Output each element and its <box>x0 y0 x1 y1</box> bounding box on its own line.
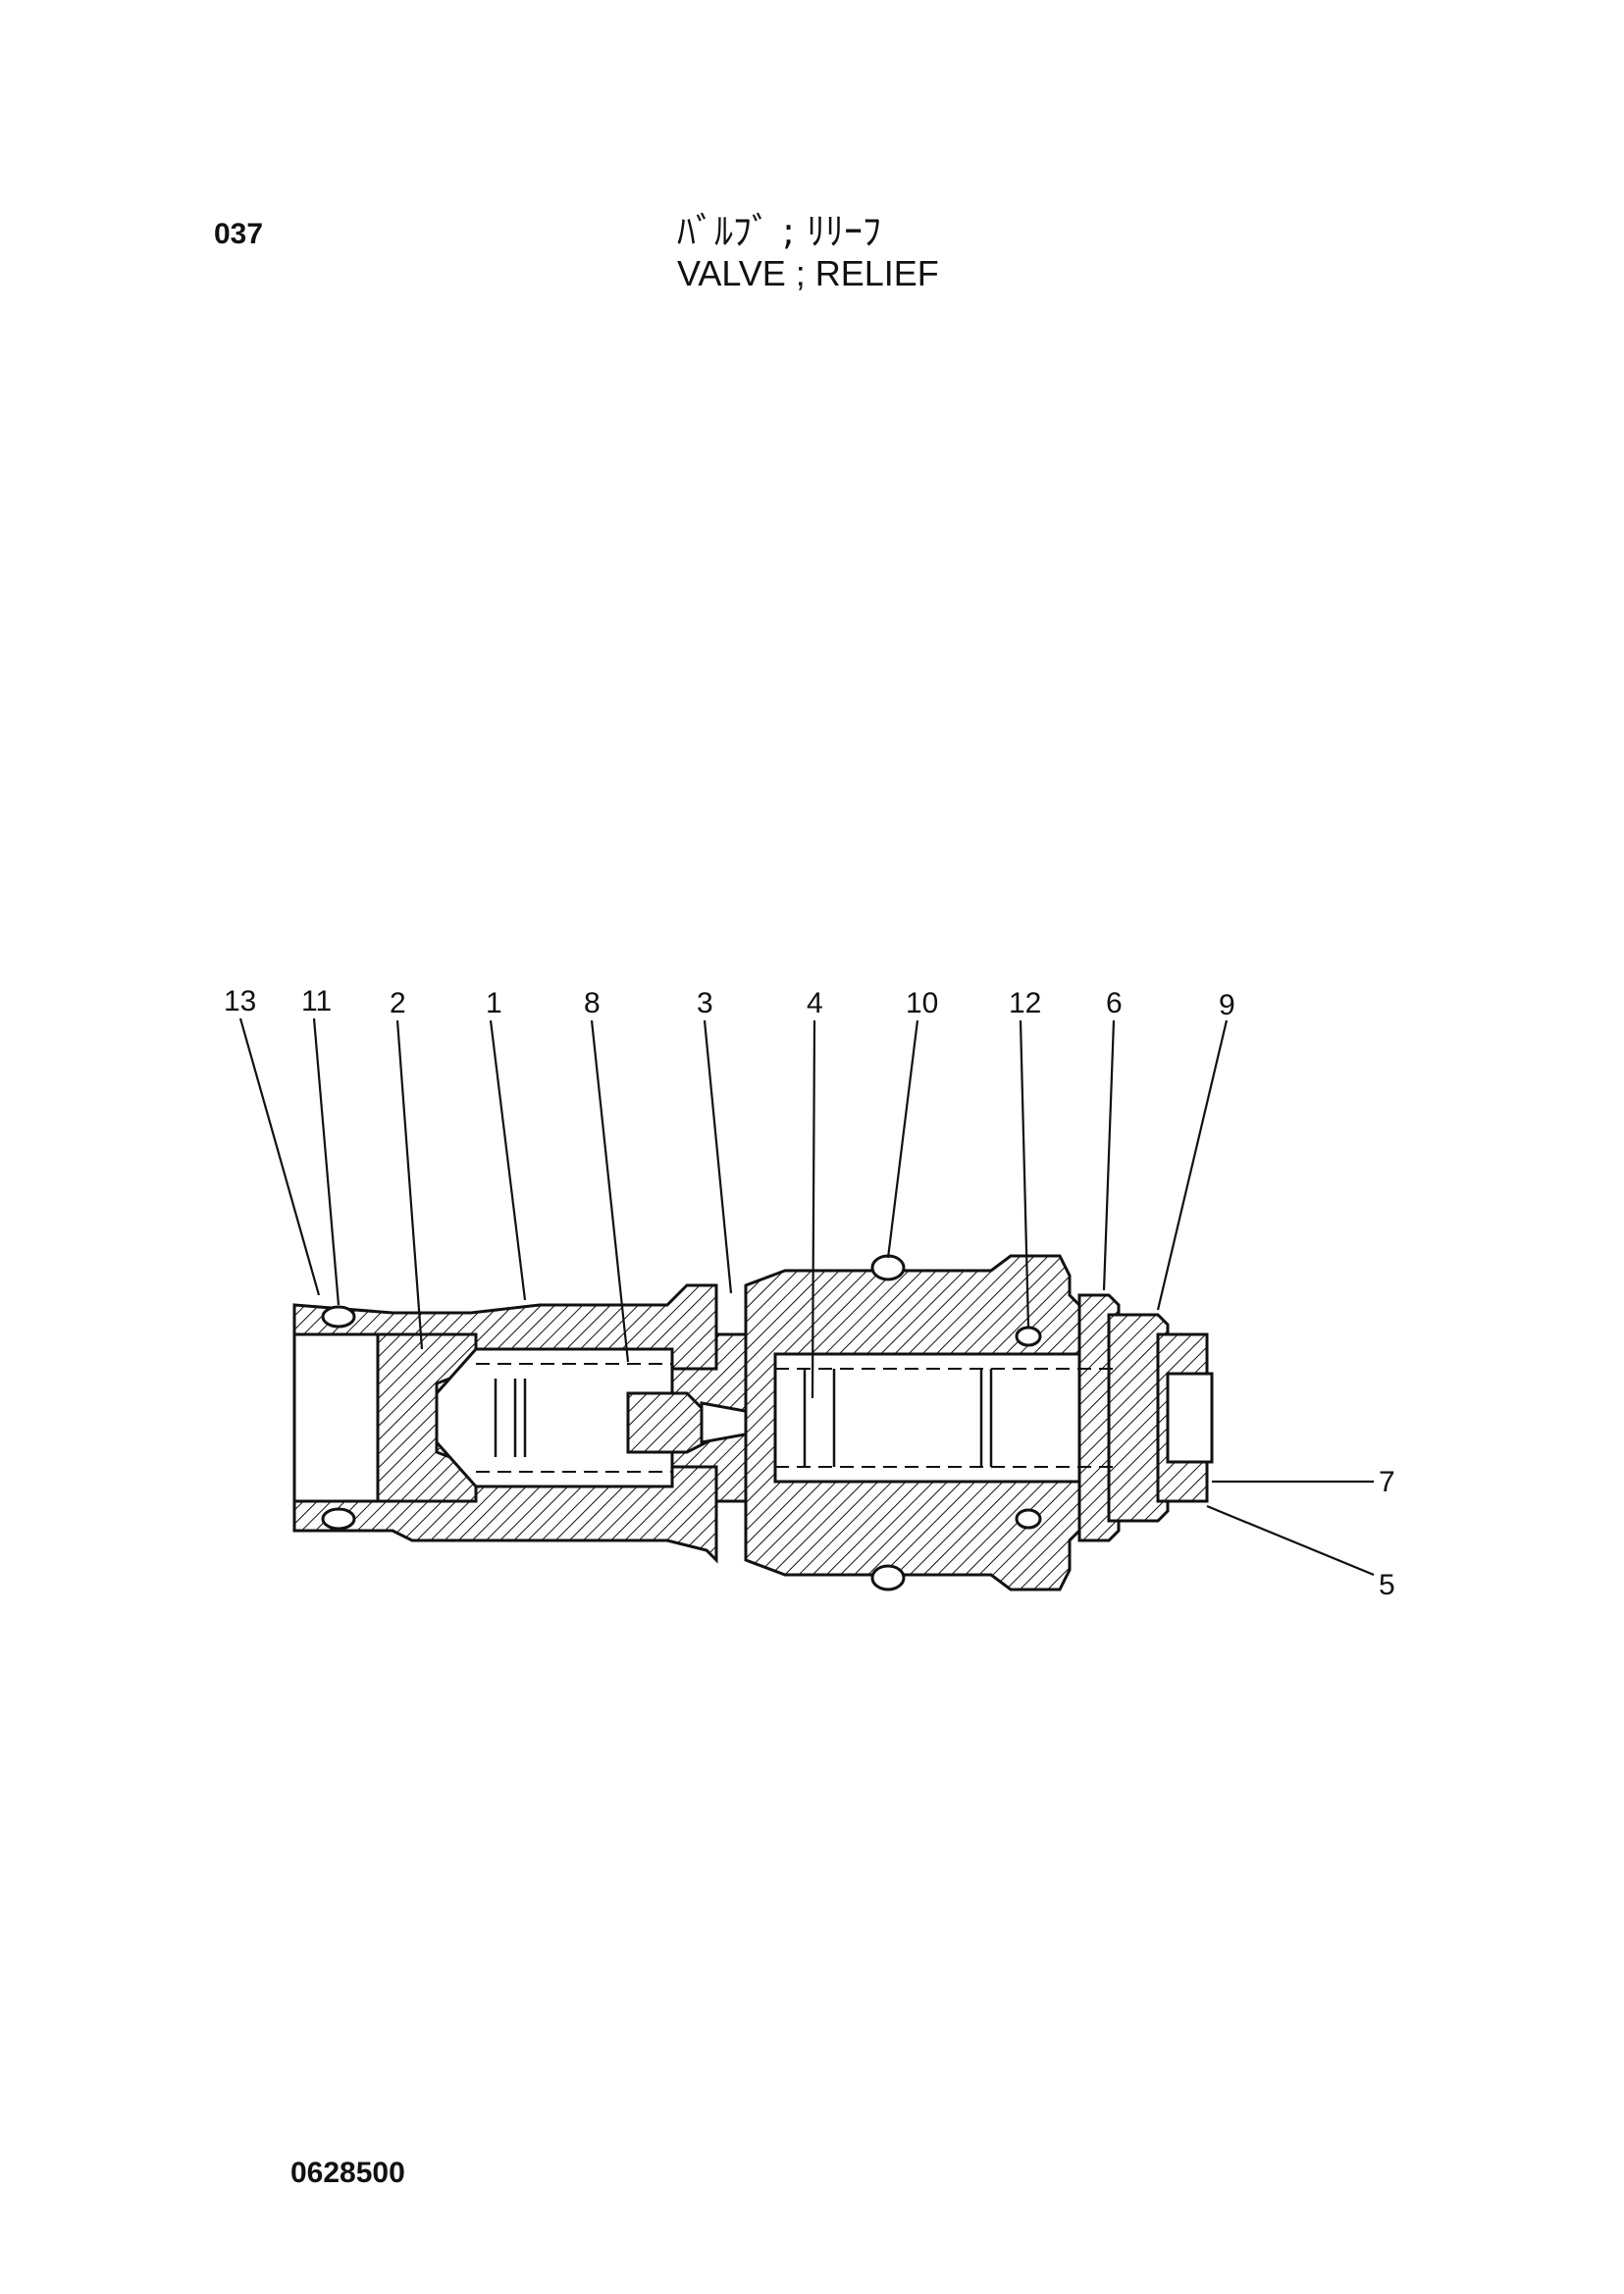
part-11-o-ring-bottom <box>321 1507 356 1531</box>
callout-2: 2 <box>390 987 406 1019</box>
part-9-plug <box>1107 1313 1170 1523</box>
title-english: VALVE ; RELIEF <box>677 253 939 293</box>
callout-7: 7 <box>1379 1466 1395 1498</box>
title-japanese: ﾊﾞﾙﾌﾞ ; ﾘﾘｰﾌ <box>677 210 881 253</box>
callout-12: 12 <box>1009 987 1041 1019</box>
part-3-poppet-nose <box>626 1391 708 1454</box>
part-13-end-ring <box>292 1332 380 1503</box>
part-10-o-ring-bottom <box>870 1564 906 1591</box>
part-12-o-ring-top <box>1015 1326 1042 1347</box>
callout-9: 9 <box>1219 989 1235 1021</box>
part-12-o-ring-bottom <box>1015 1508 1042 1530</box>
part-7-adjust-screw <box>1166 1372 1214 1464</box>
callout-3: 3 <box>697 987 713 1019</box>
leader-lines <box>238 1017 1375 1577</box>
callout-10: 10 <box>906 987 938 1019</box>
callout-1: 1 <box>486 987 502 1019</box>
callout-11: 11 <box>301 985 332 1017</box>
part-11-o-ring-top <box>321 1305 356 1329</box>
callout-5: 5 <box>1379 1569 1395 1601</box>
valve-body-left <box>292 1283 718 1564</box>
document-number: 0628500 <box>290 2157 405 2189</box>
callout-13: 13 <box>224 985 256 1017</box>
callout-4: 4 <box>807 987 823 1019</box>
page-number: 037 <box>214 218 264 250</box>
callout-6: 6 <box>1106 987 1123 1019</box>
callout-8: 8 <box>584 987 601 1019</box>
part-10-o-ring-top <box>870 1254 906 1281</box>
part-4-inner-bore <box>773 1352 1121 1484</box>
valve-housing-right <box>744 1254 1214 1591</box>
